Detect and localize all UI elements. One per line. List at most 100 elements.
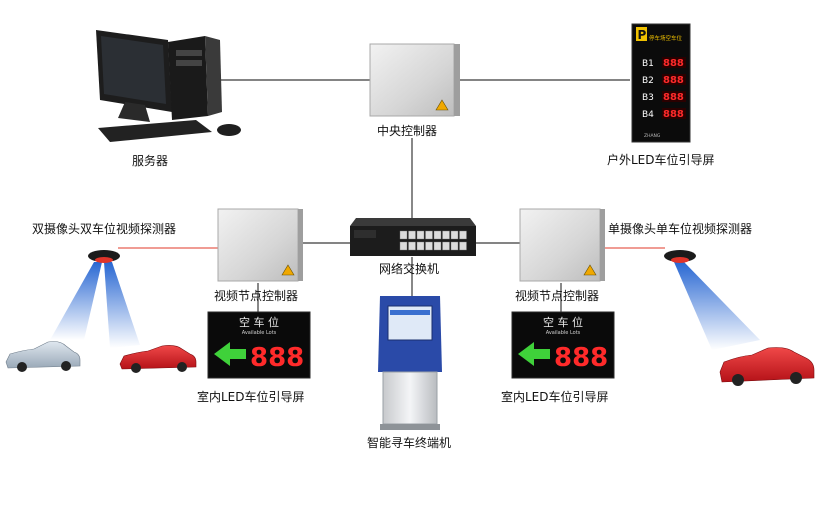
- arrow-left-icon: [214, 342, 246, 366]
- switch-port: [433, 230, 442, 240]
- connection-lines: [218, 79, 630, 312]
- outdoor-sign-level: B4: [642, 110, 654, 120]
- red-car-left: [119, 345, 197, 373]
- switch-port: [416, 230, 425, 240]
- silver-car: [5, 341, 81, 372]
- switch-port: [408, 230, 416, 240]
- central-controller: [369, 43, 460, 117]
- outdoor-sign-digit-bg: [662, 108, 686, 119]
- switch-port: [433, 241, 442, 251]
- outdoor-screen-label: 户外LED车位引导屏: [607, 153, 715, 167]
- switch-port: [399, 230, 408, 240]
- silver-car-body: [5, 341, 81, 369]
- video-node-controller-right: [519, 208, 605, 282]
- switch-port: [399, 241, 408, 251]
- outdoor-sign-logo-bg: [636, 27, 647, 41]
- video-node-controller-left: [217, 208, 303, 282]
- switch-port: [425, 241, 433, 251]
- outdoor-sign-level: B2: [642, 76, 654, 86]
- indoor-sign-title: 空 车 位: [239, 315, 279, 329]
- indoor-sign-value: 888: [250, 343, 304, 373]
- indoor-screen-left-label: 室内LED车位引导屏: [197, 390, 305, 404]
- car-finding-terminal: [378, 296, 442, 430]
- kiosk-base: [380, 424, 440, 430]
- arrow-left-icon: [518, 342, 550, 366]
- indoor-sign-value: 888: [554, 343, 608, 373]
- left-node-box: [217, 208, 299, 282]
- central-controller-side: [454, 44, 460, 116]
- red-car-right: [719, 347, 815, 386]
- right-node-side: [600, 209, 605, 281]
- outdoor-sign-brand: ZHANG: [644, 133, 661, 139]
- indoor-led-sign-left: 空 车 位 Available Lots 888: [207, 311, 311, 379]
- right-node-box: [519, 208, 601, 282]
- indoor-led-sign-right: 空 车 位 Available Lots 888: [511, 311, 615, 379]
- outdoor-sign-digit-bg: [662, 91, 686, 102]
- switch-ports: [399, 230, 467, 251]
- indoor-sign-panel: [207, 311, 311, 379]
- single-detector-light: [671, 257, 689, 263]
- tower-drive: [176, 50, 202, 56]
- outdoor-sign-count: 888: [663, 58, 684, 69]
- red-car-wheel: [732, 374, 744, 386]
- central-controller-label: 中央控制器: [377, 124, 438, 138]
- kiosk-screen-bar: [390, 310, 430, 315]
- switch-port: [450, 230, 459, 240]
- server-label: 服务器: [132, 154, 169, 168]
- tower-side: [205, 36, 222, 116]
- switch-brand-plate: [354, 230, 376, 238]
- dual-camera-detector: [50, 250, 140, 348]
- red-car-wheel: [790, 372, 802, 384]
- network-switch: [350, 218, 476, 256]
- outdoor-sign-digit-bg: [662, 74, 686, 85]
- terminal-label: 智能寻车终端机: [367, 436, 452, 450]
- kiosk-body: [382, 371, 438, 425]
- tower-drive-2: [176, 60, 202, 66]
- switch-top: [350, 218, 476, 226]
- switch-port: [450, 241, 459, 251]
- switch-port: [459, 230, 467, 240]
- outdoor-sign-count: 888: [663, 92, 684, 103]
- switch-port: [442, 230, 450, 240]
- silver-car-wheel: [17, 362, 27, 372]
- switch-port: [408, 241, 416, 251]
- keyboard: [98, 120, 212, 142]
- monitor-screen: [101, 36, 166, 104]
- indoor-sign-subtitle: Available Lots: [242, 330, 277, 336]
- warning-icon: [435, 99, 449, 111]
- red-car-wheel: [131, 363, 141, 373]
- outdoor-sign-digit-bg: [662, 57, 686, 68]
- indoor-sign-panel: [511, 311, 615, 379]
- network-switch-label: 网络交换机: [379, 262, 440, 276]
- single-beam: [674, 262, 760, 350]
- monitor-stand: [118, 102, 150, 122]
- switch-port: [442, 241, 450, 251]
- indoor-screen-right-label: 室内LED车位引导屏: [501, 390, 609, 404]
- dual-detector-light: [95, 257, 113, 263]
- red-car-body: [119, 345, 197, 370]
- outdoor-sign-level: B1: [642, 59, 654, 69]
- red-car-wheel: [177, 362, 187, 372]
- switch-port: [416, 241, 425, 251]
- mouse: [217, 124, 241, 136]
- outdoor-sign-header: 停车场空车位: [649, 34, 683, 42]
- dual-detector-label: 双摄像头双车位视频探测器: [32, 222, 177, 236]
- node-controller-left-label: 视频节点控制器: [214, 289, 299, 303]
- outdoor-sign-count: 888: [663, 75, 684, 86]
- outdoor-sign-logo: P: [638, 28, 647, 42]
- single-detector-label: 单摄像头单车位视频探测器: [608, 222, 753, 236]
- warning-icon: [583, 264, 597, 276]
- server-computer: [96, 30, 241, 142]
- tower-front: [168, 36, 208, 120]
- red-car-body: [719, 347, 815, 383]
- indoor-sign-title: 空 车 位: [543, 315, 583, 329]
- switch-port: [459, 241, 467, 251]
- switch-port: [425, 230, 433, 240]
- dual-beam-left: [50, 262, 102, 340]
- warning-icon: [281, 264, 295, 276]
- indoor-sign-subtitle: Available Lots: [546, 330, 581, 336]
- node-controller-right-label: 视频节点控制器: [515, 289, 600, 303]
- silver-car-wheel: [61, 361, 71, 371]
